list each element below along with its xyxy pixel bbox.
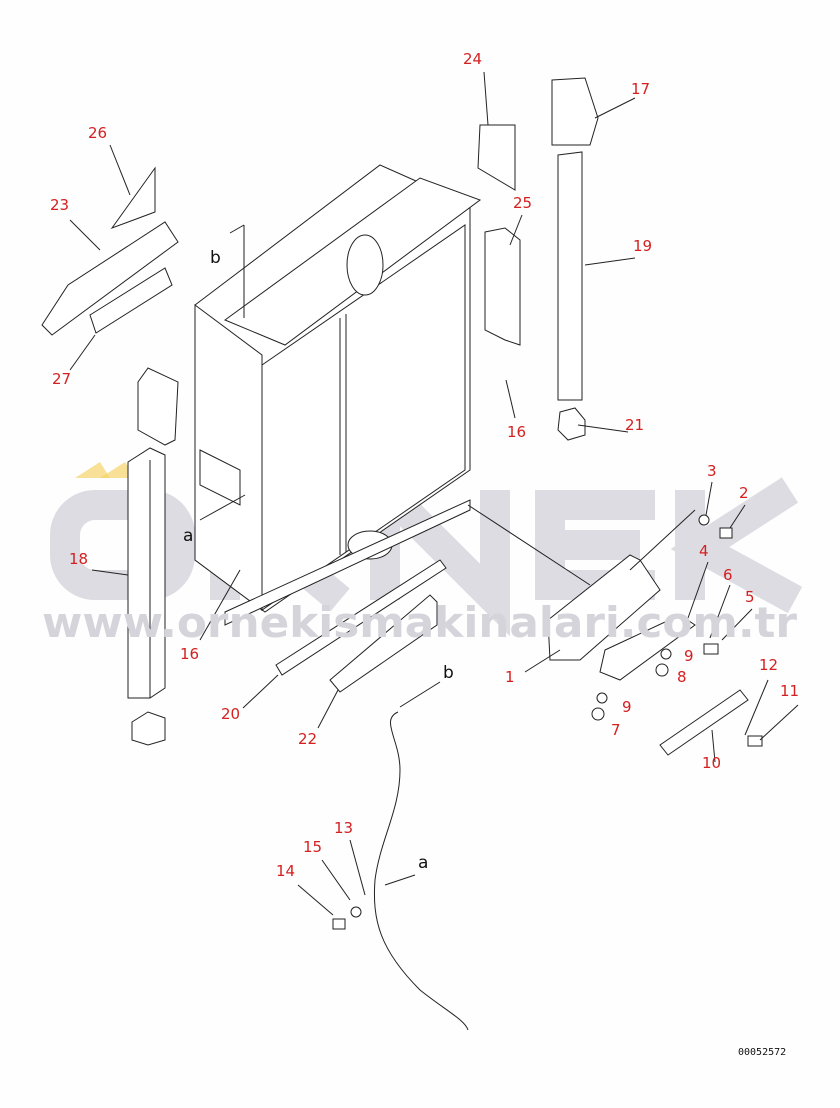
callout-20: 20 [221,705,240,723]
callout-13: 13 [334,819,353,837]
callout-22: 22 [298,730,317,748]
callout-labels: 26 23 27 24 17 25 19 16 21 3 2 4 6 5 9 8… [50,50,799,880]
callout-10: 10 [702,754,721,772]
callout-1: 1 [505,668,515,686]
callout-23: 23 [50,196,69,214]
callout-19: 19 [633,237,652,255]
callout-9: 9 [622,698,632,716]
callout-27: 27 [52,370,71,388]
reference-letters: a b b a [183,248,454,873]
callout-4: 4 [699,542,709,560]
ref-b: b [210,248,221,268]
callout-11: 11 [780,682,799,700]
seal-parts [41,77,599,746]
ref-a: a [183,526,193,546]
bracket-parts [332,514,763,930]
callout-7: 7 [611,721,621,739]
callout-15: 15 [303,838,322,856]
drawing-number: 00052572 [738,1047,787,1058]
callout-21: 21 [625,416,644,434]
callout-3: 3 [707,462,717,480]
callout-9: 9 [684,647,694,665]
callout-6: 6 [723,566,733,584]
callout-14: 14 [276,862,295,880]
ref-a: a [418,853,428,873]
drain-hose [373,711,469,1031]
callout-16: 16 [180,645,199,663]
callout-16: 16 [507,423,526,441]
callout-5: 5 [745,588,755,606]
ref-b: b [443,663,454,683]
callout-8: 8 [677,668,687,686]
callout-26: 26 [88,124,107,142]
leader-lines [69,71,799,916]
callout-25: 25 [513,194,532,212]
radiator-assembly [194,164,482,626]
callout-24: 24 [463,50,482,68]
callout-17: 17 [631,80,650,98]
callout-18: 18 [69,550,88,568]
callout-12: 12 [759,656,778,674]
callout-2: 2 [739,484,749,502]
